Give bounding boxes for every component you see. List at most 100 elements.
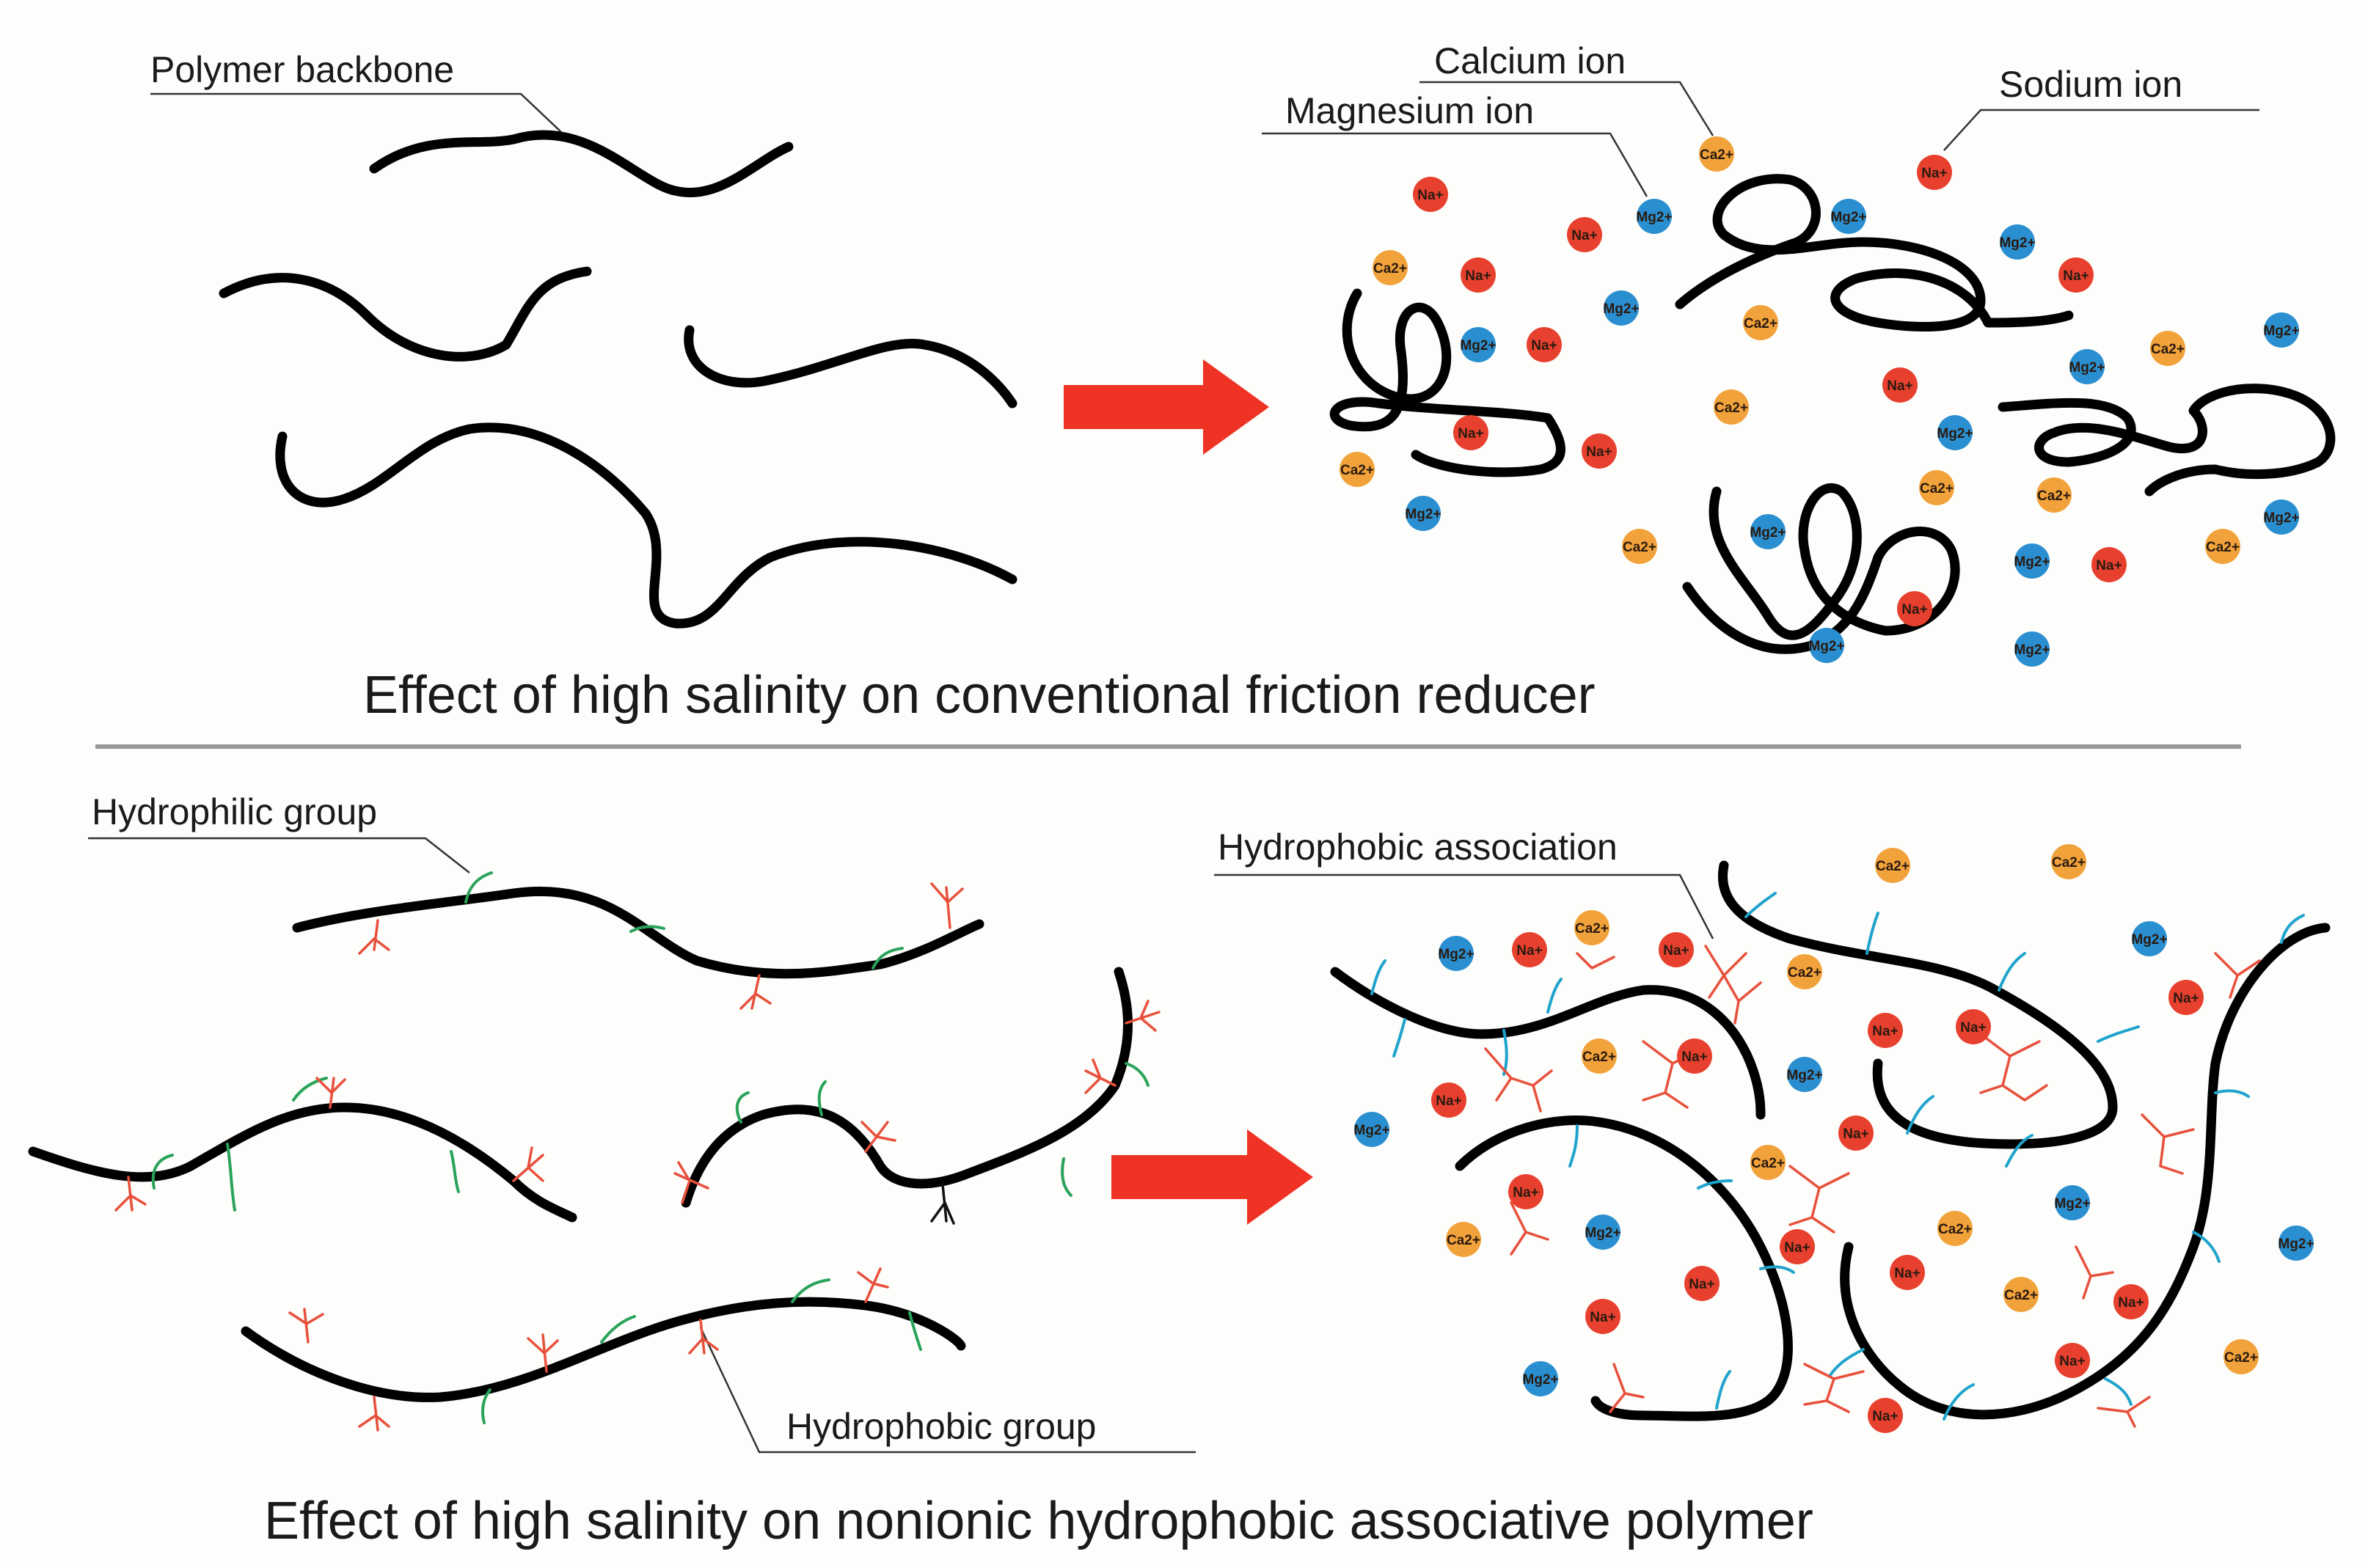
mg-ion: Mg2+ xyxy=(1999,224,2036,260)
ca-ion: Ca2+ xyxy=(1919,470,1954,505)
ion-circle xyxy=(1787,1057,1822,1092)
ion-circle xyxy=(1868,1013,1903,1048)
na-ion: Na+ xyxy=(1413,177,1448,212)
top-panel: Polymer backbone Calcium ion Magnesium i… xyxy=(150,40,2336,725)
ion-label: Mg2+ xyxy=(2278,1237,2314,1252)
ion-circle xyxy=(2205,529,2240,564)
hydrophilic-group xyxy=(151,1154,174,1190)
hydrophilic-group-label: Hydrophilic group xyxy=(92,791,377,832)
ion-circle xyxy=(2051,844,2086,879)
transition-arrow xyxy=(1064,359,1269,455)
hydrophobic-association xyxy=(1704,945,1762,1025)
na-ion: Na+ xyxy=(1527,327,1562,362)
ion-label: Ca2+ xyxy=(1788,965,1821,981)
ca-ion: Ca2+ xyxy=(2223,1339,2259,1374)
ion-circle xyxy=(1413,177,1448,212)
hydrophilic-group xyxy=(1568,1124,1579,1168)
ions-top-group: Ca2+ Na+ Mg2+ Na+ Na+ Mg2+ Mg2+ Ca2+ Na+ Mg2+ Na+ C… xyxy=(1340,136,2300,667)
top-caption: Effect of high salinity on conventional … xyxy=(363,666,1596,725)
ca-ion: Ca2+ xyxy=(1875,848,1910,883)
ion-circle xyxy=(1340,452,1375,487)
ion-circle xyxy=(1659,932,1694,967)
ion-label: Na+ xyxy=(1887,378,1912,394)
ca-ion: Ca2+ xyxy=(1699,136,1734,172)
ion-circle xyxy=(1890,1255,1925,1290)
hydrophobic-group xyxy=(358,1396,390,1432)
hydrophobic-group xyxy=(315,1077,346,1109)
ion-circle xyxy=(1868,1398,1903,1433)
ion-label: Mg2+ xyxy=(1750,525,1786,541)
hydrophilic-group xyxy=(1370,959,1386,995)
ca-ion: Ca2+ xyxy=(2036,477,2072,513)
ion-label: Na+ xyxy=(1586,444,1612,460)
hydrophobic-group xyxy=(930,882,964,929)
hydrophobic-group xyxy=(512,1146,544,1182)
ion-label: Na+ xyxy=(1960,1020,1986,1036)
ion-label: Na+ xyxy=(1590,1310,1615,1325)
ion-circle xyxy=(1714,389,1749,425)
ion-circle xyxy=(1919,470,1954,505)
hydrophilic-group xyxy=(292,1077,328,1102)
ion-label: Na+ xyxy=(2059,1354,2085,1369)
associated-network-chains xyxy=(1330,860,2331,1421)
hydrophilic-group xyxy=(1998,952,2026,992)
coiled-polymer-chains xyxy=(1329,174,2336,654)
ion-circle xyxy=(1512,932,1547,967)
hydrophobic-association-leader xyxy=(1214,873,1714,939)
ion-label: Mg2+ xyxy=(1830,210,1866,225)
hydrophilic-group xyxy=(1906,1095,1934,1135)
hydrophilic-group xyxy=(735,1091,750,1124)
hydrophobic-group xyxy=(1084,1058,1117,1094)
ion-label: Mg2+ xyxy=(2054,1196,2090,1212)
mg-ion: Mg2+ xyxy=(1438,936,1474,971)
na-ion: Na+ xyxy=(1512,932,1547,967)
ion-label: Na+ xyxy=(1465,268,1491,284)
hydrophilic-group xyxy=(226,1143,236,1212)
hydrophilic-group xyxy=(481,1388,491,1424)
hydrophobic-group xyxy=(114,1176,147,1212)
mg-ion: Mg2+ xyxy=(1585,1215,1621,1250)
mg-ion: Mg2+ xyxy=(1786,1057,1823,1092)
ca-ion: Ca2+ xyxy=(2205,529,2240,564)
ion-label: Ca2+ xyxy=(2037,488,2071,504)
hydrophobic-groups-left xyxy=(114,882,1161,1432)
hydrophilic-group xyxy=(1697,1179,1733,1190)
ion-circle xyxy=(2223,1339,2259,1374)
ion-circle xyxy=(2055,1343,2090,1378)
na-ion: Na+ xyxy=(2058,257,2094,293)
mg-ion: Mg2+ xyxy=(1353,1112,1390,1147)
na-ion: Na+ xyxy=(2055,1343,2090,1378)
ion-label: Na+ xyxy=(2118,1295,2144,1311)
ion-label: Ca2+ xyxy=(2206,540,2240,555)
ion-circle xyxy=(2150,331,2185,366)
hydrophilic-groups-left xyxy=(151,871,1150,1424)
polymer-chain xyxy=(219,266,592,362)
ion-label: Mg2+ xyxy=(2263,323,2299,339)
hydrophobic-association-networks xyxy=(1484,945,2261,1428)
ion-label: Ca2+ xyxy=(2004,1288,2038,1303)
hydrophobic-association xyxy=(1510,1201,1549,1256)
ca-ion: Ca2+ xyxy=(1714,389,1749,425)
na-ion: Na+ xyxy=(1582,433,1617,469)
ion-circle xyxy=(2036,477,2072,513)
hydrophilic-group xyxy=(2097,1025,2140,1043)
hydrophobic-association xyxy=(1484,1047,1553,1113)
ion-circle xyxy=(1446,1222,1481,1257)
polymer-chain xyxy=(241,1297,966,1402)
hydrophobic-association xyxy=(2214,952,2261,999)
mg-ion: Mg2+ xyxy=(1460,327,1497,362)
hydrophobic-association xyxy=(1803,1363,1865,1413)
ion-label: Mg2+ xyxy=(1585,1226,1620,1241)
ion-circle xyxy=(2055,1185,2090,1220)
ion-label: Mg2+ xyxy=(2014,554,2050,570)
hydrophilic-group xyxy=(1744,892,1777,918)
polymer-chain xyxy=(681,967,1133,1208)
hydrophilic-group xyxy=(1392,1018,1406,1058)
ion-circle xyxy=(2014,631,2050,667)
hydrophilic-group xyxy=(908,1311,922,1351)
ion-label: Na+ xyxy=(1872,1024,1898,1039)
na-ion: Na+ xyxy=(2091,547,2127,582)
ion-circle xyxy=(1684,1266,1720,1301)
mg-ion: Mg2+ xyxy=(2014,631,2050,667)
ca-ion: Ca2+ xyxy=(1340,452,1375,487)
